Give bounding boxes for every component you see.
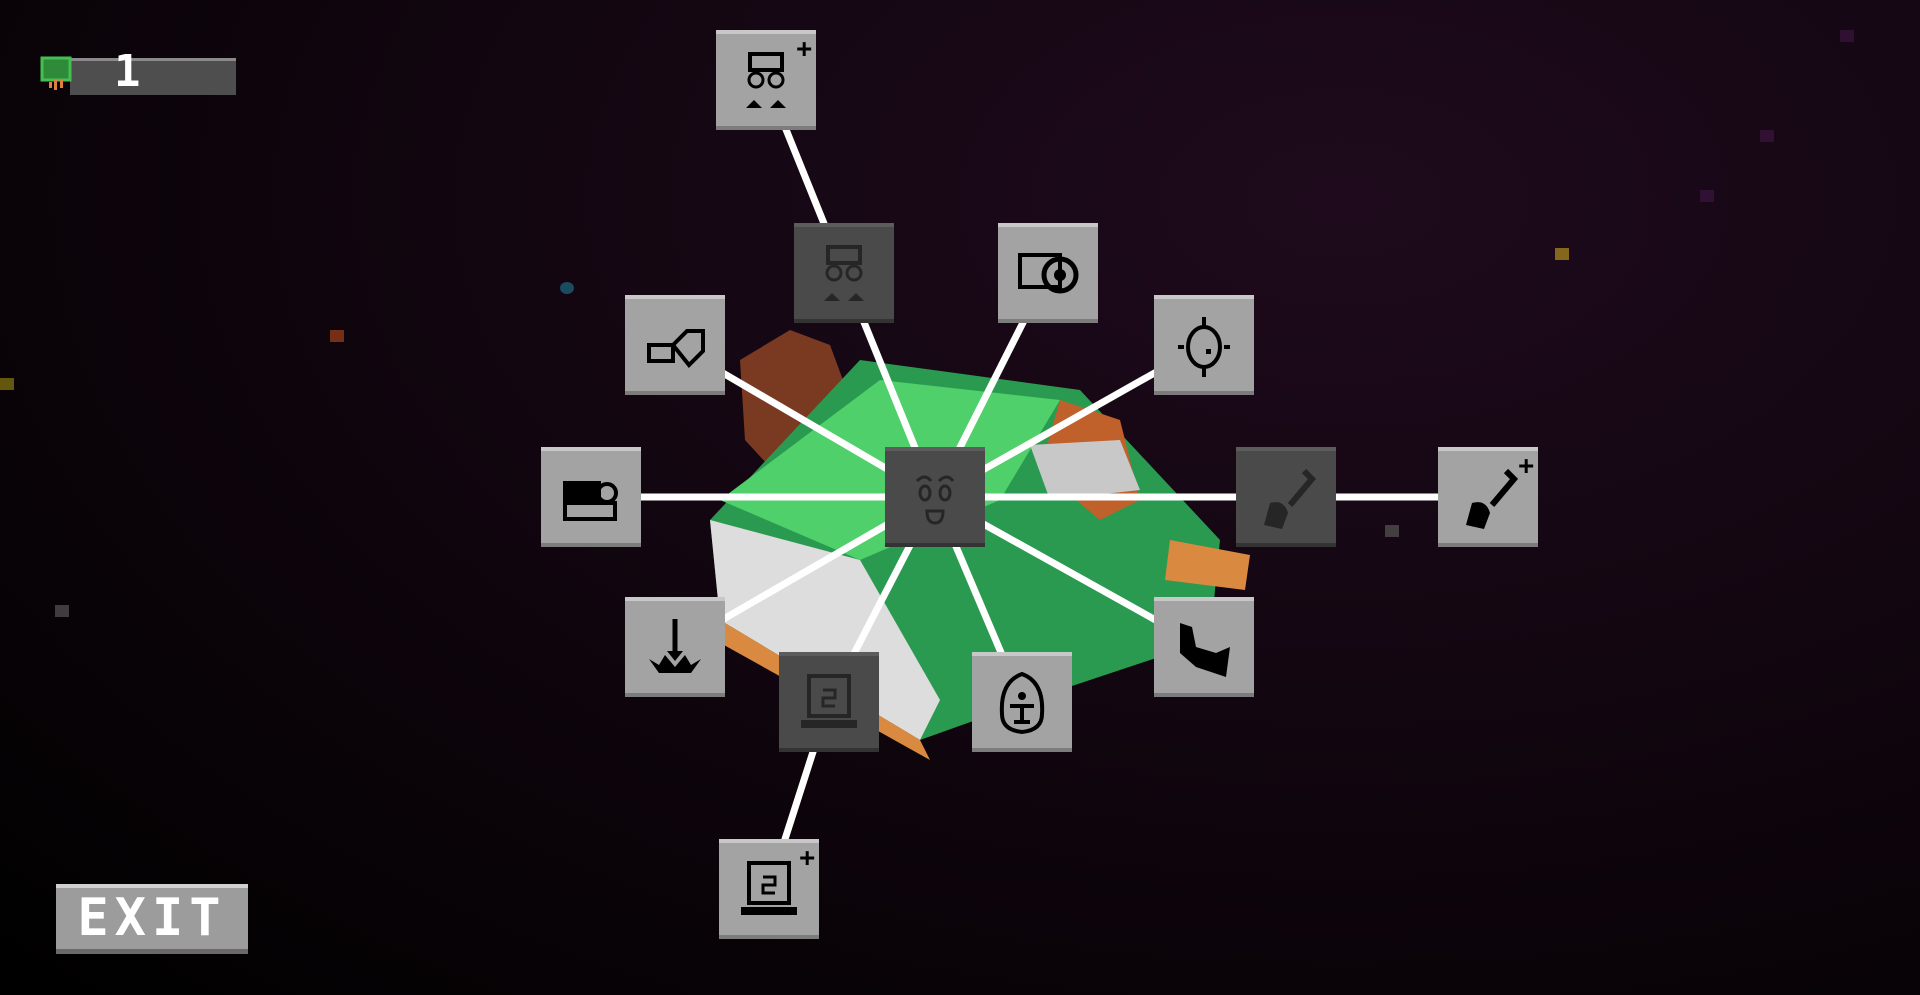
- skill-node-mine[interactable]: [1154, 295, 1254, 395]
- planet: [560, 282, 574, 294]
- star: [1385, 525, 1399, 537]
- drill-down-icon: [649, 619, 701, 673]
- star: [1760, 130, 1774, 142]
- glove-icon: [1180, 623, 1230, 677]
- tree-icon: [40, 56, 72, 90]
- skill-node-laptop-plus[interactable]: +: [719, 839, 819, 939]
- skill-node-glove[interactable]: [1154, 597, 1254, 697]
- goggles-icon: [746, 52, 786, 108]
- guitar-icon: [1264, 468, 1317, 529]
- laptop-icon: [801, 674, 857, 728]
- person-shield-icon: [999, 671, 1045, 735]
- skill-node-guitar-plus[interactable]: +: [1438, 447, 1538, 547]
- skill-node-person[interactable]: [972, 652, 1072, 752]
- laptop-icon: [741, 861, 797, 915]
- mine-icon: [1178, 317, 1230, 377]
- skill-node-guitar[interactable]: [1236, 447, 1336, 547]
- plus-icon: +: [796, 34, 812, 64]
- exit-button[interactable]: EXIT: [56, 884, 248, 954]
- smiling-face-icon: [915, 475, 955, 525]
- counter-bar: [70, 58, 236, 95]
- star: [330, 330, 344, 342]
- skill-node-laptop[interactable]: [779, 652, 879, 752]
- guitar-icon: [1466, 468, 1519, 529]
- skill-node-camera[interactable]: [998, 223, 1098, 323]
- counter-value: 1: [114, 46, 141, 97]
- skill-node-face[interactable]: [885, 447, 985, 547]
- binoculars-icon: [563, 481, 618, 521]
- star: [1700, 190, 1714, 202]
- star: [0, 378, 14, 390]
- skill-node-goggles-plus[interactable]: +: [716, 30, 816, 130]
- goggles-icon: [824, 245, 864, 301]
- star: [1840, 30, 1854, 42]
- skill-node-binoculars[interactable]: [541, 447, 641, 547]
- skill-node-bullet[interactable]: [625, 295, 725, 395]
- skill-node-goggles[interactable]: [794, 223, 894, 323]
- bullet-icon: [647, 329, 705, 368]
- star: [1555, 248, 1569, 260]
- resource-counter: 1: [40, 50, 236, 95]
- skill-node-drill[interactable]: [625, 597, 725, 697]
- plus-icon: +: [799, 843, 815, 873]
- plus-icon: +: [1518, 451, 1534, 481]
- star: [55, 605, 69, 617]
- camera-icon: [1018, 253, 1079, 294]
